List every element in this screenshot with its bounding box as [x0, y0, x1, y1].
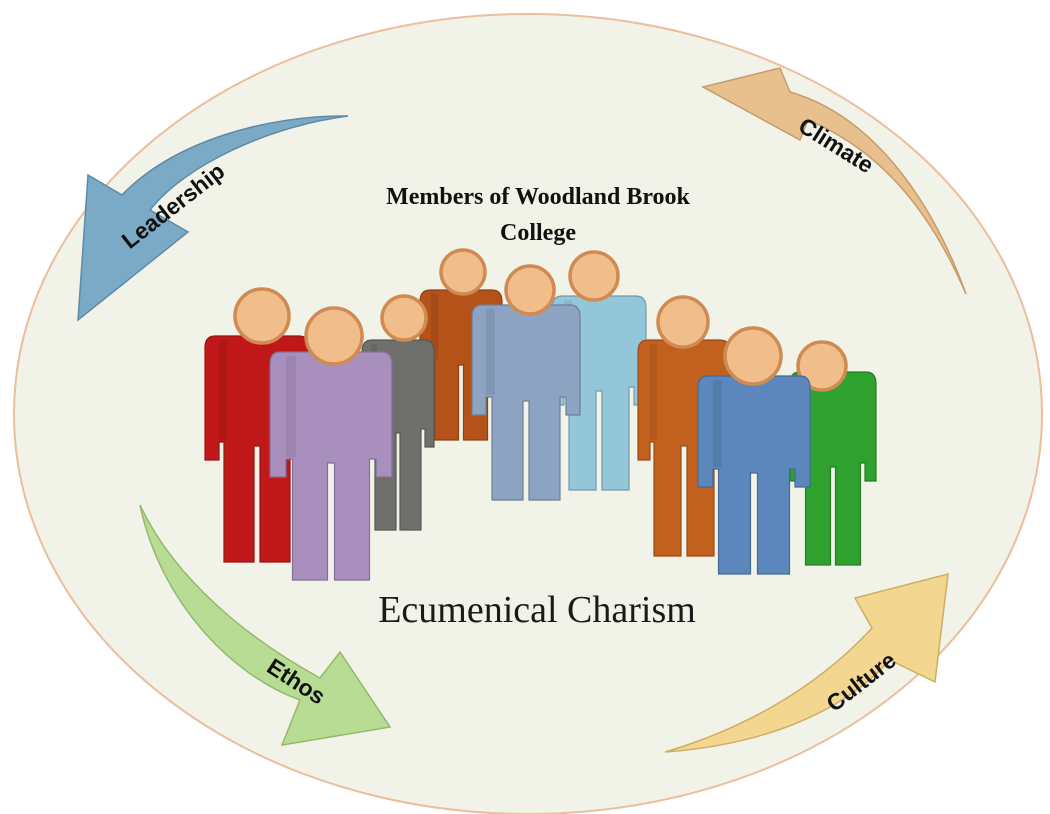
- orange-person-shading: [650, 344, 657, 440]
- lilac-person-shading: [286, 356, 296, 457]
- lilac-person: [269, 306, 393, 581]
- steel-blue-person: [471, 264, 581, 501]
- lilac-person-head: [304, 306, 364, 366]
- diagram-heading-line-1: Members of Woodland Brook: [386, 184, 690, 210]
- background-ellipse: [13, 13, 1043, 814]
- steel-blue-person-head: [504, 264, 556, 316]
- red-person-shading: [219, 340, 227, 440]
- diagram-heading-line-2: College: [500, 220, 576, 246]
- people-group: [204, 248, 877, 581]
- steel-blue-person-shading: [486, 309, 495, 395]
- light-blue-person-head: [568, 250, 620, 302]
- rust-person-back-head: [439, 248, 487, 296]
- steel-blue-person-body: [471, 304, 581, 501]
- rust-person-back-shading: [431, 294, 438, 359]
- green-person-head: [796, 340, 848, 392]
- blue-person-head: [723, 326, 783, 386]
- blue-person-body: [697, 375, 811, 575]
- blue-person-shading: [713, 380, 722, 467]
- blue-person: [697, 326, 811, 575]
- center-label: Ecumenical Charism: [378, 589, 696, 631]
- lilac-person-body: [269, 351, 393, 581]
- red-person-head: [233, 287, 291, 345]
- orange-person-head: [656, 295, 710, 349]
- gray-person-head: [380, 294, 428, 342]
